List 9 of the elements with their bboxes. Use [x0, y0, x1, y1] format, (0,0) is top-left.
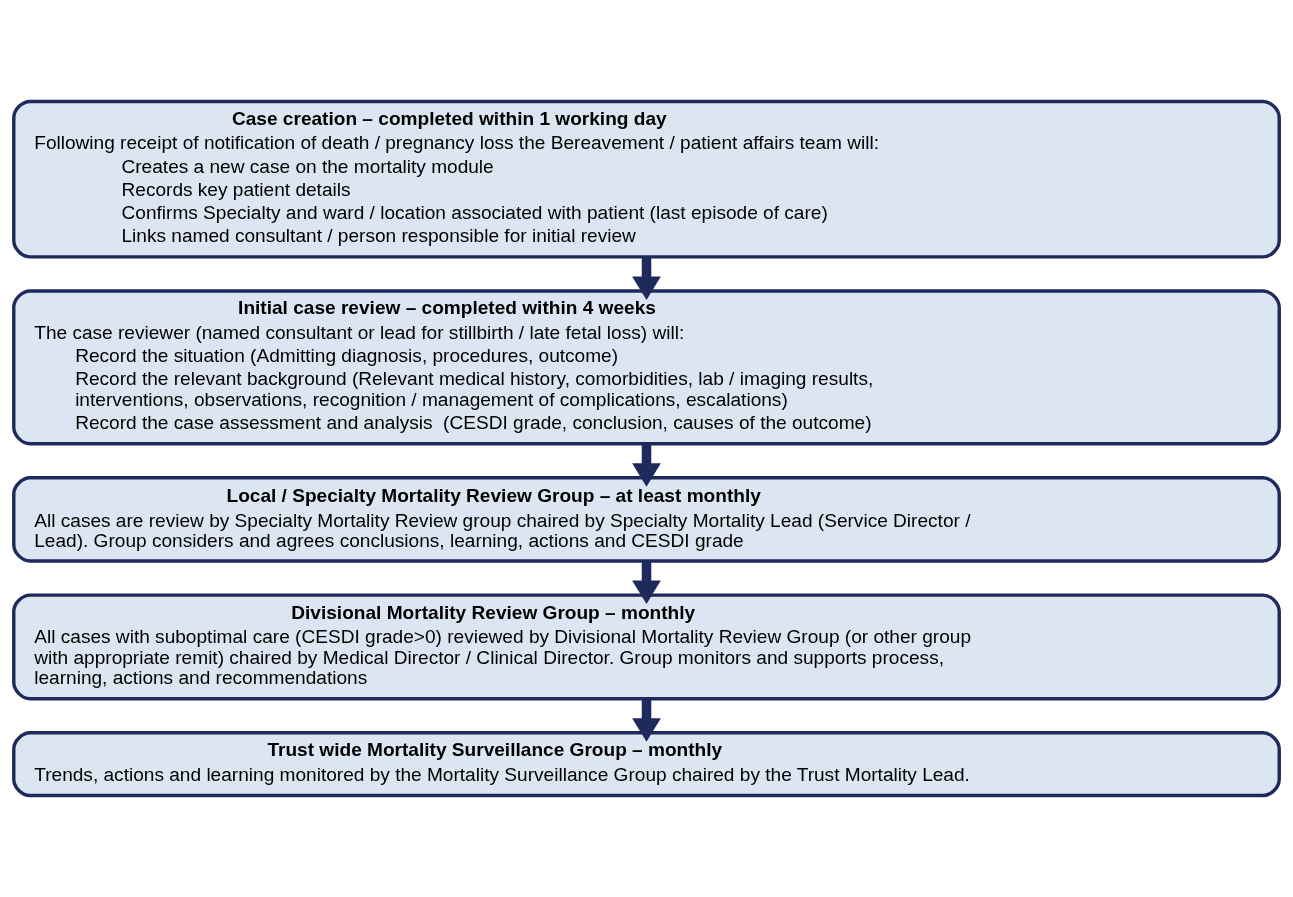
node-box: Local / Specialty Mortality Review Group – at least monthly All cases are review by Specialty Mortality Review group chaired by Specialty Mortality Lead (Service Director / Lead). Group considers and agrees conclusions, learning, actions and CESDI grade	[12, 476, 1281, 563]
node-box: Initial case review – completed within 4 weeks The case reviewer (named consultant or lead for stillbirth / late fetal loss) will: Record the situation (Admitting diagnosis, procedures, outcome) Record the relevant background (Relevant medical history, comorbidities, lab / imaging results, interventions, observations, recognition / management of complications, escalations) Record the case assessment and analysis (CESDI grade, conclusion, causes of the outcome)	[12, 289, 1281, 446]
arrow	[632, 561, 661, 604]
node-box: Case creation – completed within 1 working day Following receipt of notification of death / pregnancy loss the Bereavement / patient affairs team will: Creates a new case on the mortality module Records key patient details Confirms Specialty and ward / location associated with patient (last episode of care) Links named consultant / person responsible for initial review	[12, 99, 1281, 259]
arrow	[632, 698, 661, 742]
arrow	[632, 257, 661, 300]
node-box: Divisional Mortality Review Group – monthly All cases with suboptimal care (CESDI grade>0) reviewed by Divisional Mortality Review Group (or other group with appropriate remit) chaired by Medical Director / Clinical Director. Group monitors and supports process, learning, actions and recommendations	[12, 593, 1281, 701]
arrow	[632, 443, 661, 487]
node-box: Trust wide Mortality Surveillance Group – monthly Trends, actions and learning monitored by the Mortality Surveillance Group chaired by the Trust Mortality Lead.	[12, 731, 1281, 798]
